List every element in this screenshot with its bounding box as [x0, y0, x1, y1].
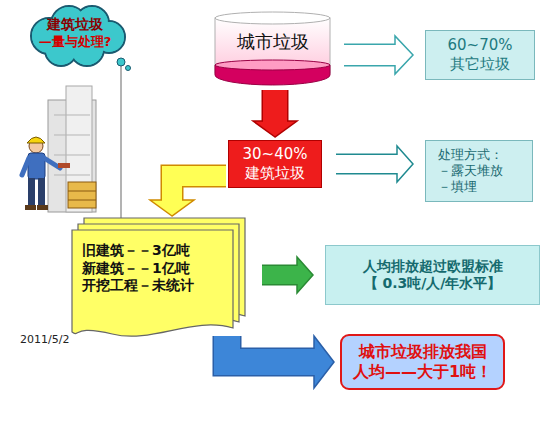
node-text: 【 0.3吨/人/年水平】 — [364, 275, 502, 293]
block-arrow — [336, 146, 413, 182]
arrow-head — [150, 200, 194, 216]
process-box: 处理方式：－露天堆放－填埋 — [425, 140, 533, 202]
node-text: —量与处理? — [39, 34, 112, 50]
node-text: 人均排放超过欧盟标准 — [363, 258, 503, 276]
arrow-shaft — [263, 90, 287, 123]
worker-illustration — [22, 86, 96, 212]
thought-cloud: 建筑垃圾—量与处理? — [25, 4, 125, 66]
process-box: 60~70% 其它垃圾 — [425, 30, 535, 80]
node-text: －填埋 — [438, 179, 477, 195]
document-stack: 旧建筑－－3亿吨新建筑－－1亿吨开挖工程－未统计 — [72, 218, 247, 340]
process-box: 人均排放超过欧盟标准【 0.3吨/人/年水平】 — [325, 245, 540, 305]
date-label: 2011/5/2 — [20, 333, 69, 346]
arrow-head — [395, 36, 413, 74]
arrow-shaft — [262, 266, 299, 284]
arrow-shaft — [344, 45, 397, 65]
arrow-shaft — [227, 336, 316, 362]
block-arrow — [150, 176, 226, 216]
divider-line — [120, 62, 122, 218]
arrow-shaft — [172, 176, 226, 202]
node-text: －露天堆放 — [438, 163, 503, 179]
arrow-head — [314, 336, 334, 388]
node-text: 城市垃圾 — [237, 31, 309, 54]
node-text: 开挖工程－未统计 — [82, 277, 194, 295]
block-arrow — [344, 36, 413, 74]
arrow-head — [297, 257, 313, 293]
arrow-head — [397, 146, 413, 182]
node-text: 30~40% 建筑垃圾 — [229, 145, 321, 183]
arrow-head — [253, 121, 297, 137]
node-text: 新建筑－－1亿吨 — [82, 260, 190, 278]
node-text: 建筑垃圾 — [47, 16, 103, 34]
node-text: 城市垃圾排放我国 人均——大于1吨！ — [348, 342, 497, 382]
node-text: 旧建筑－－3亿吨 — [82, 242, 190, 260]
rounded-box: 城市垃圾排放我国 人均——大于1吨！ — [340, 334, 505, 390]
arrow-shaft — [336, 155, 399, 173]
node-text: 60~70% 其它垃圾 — [426, 36, 534, 74]
storage-cylinder: 城市垃圾 — [215, 12, 330, 87]
block-arrow — [253, 90, 297, 137]
block-arrow — [262, 257, 313, 293]
process-box: 30~40% 建筑垃圾 — [228, 140, 322, 188]
node-text: 处理方式： — [438, 147, 503, 163]
block-arrow — [227, 336, 334, 388]
